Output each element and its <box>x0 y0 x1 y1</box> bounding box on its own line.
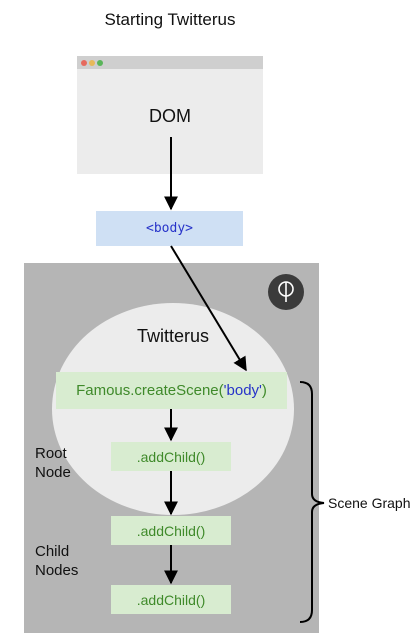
create-scene-suffix: ) <box>261 382 267 399</box>
scene-graph-label: Scene Graph <box>328 495 411 511</box>
add-child-node-1: .addChild() <box>111 442 231 471</box>
maximize-dot-icon <box>97 60 103 66</box>
close-dot-icon <box>81 60 87 66</box>
add-child-node-3: .addChild() <box>111 585 231 614</box>
minimize-dot-icon <box>89 60 95 66</box>
add-child-node-2: .addChild() <box>111 516 231 545</box>
create-scene-arg: 'body' <box>223 382 262 399</box>
browser-title-bar <box>77 56 263 69</box>
create-scene-node: Famous.createScene('body') <box>56 372 287 409</box>
diagram-title: Starting Twitterus <box>104 10 236 29</box>
root-node-label: Root Node <box>35 445 71 481</box>
twitterus-label: Twitterus <box>136 326 210 346</box>
child-nodes-label: Child Nodes <box>35 543 79 579</box>
arrow-body-to-create-scene <box>170 245 247 372</box>
scene-graph-bracket <box>299 381 325 623</box>
dom-browser-window: DOM <box>77 56 263 174</box>
body-tag-box: <body> <box>96 211 243 246</box>
dom-label: DOM <box>149 106 191 126</box>
famous-logo-icon <box>268 274 304 310</box>
twitterus-app-circle <box>52 303 294 515</box>
create-scene-prefix: Famous.createScene( <box>76 382 224 399</box>
